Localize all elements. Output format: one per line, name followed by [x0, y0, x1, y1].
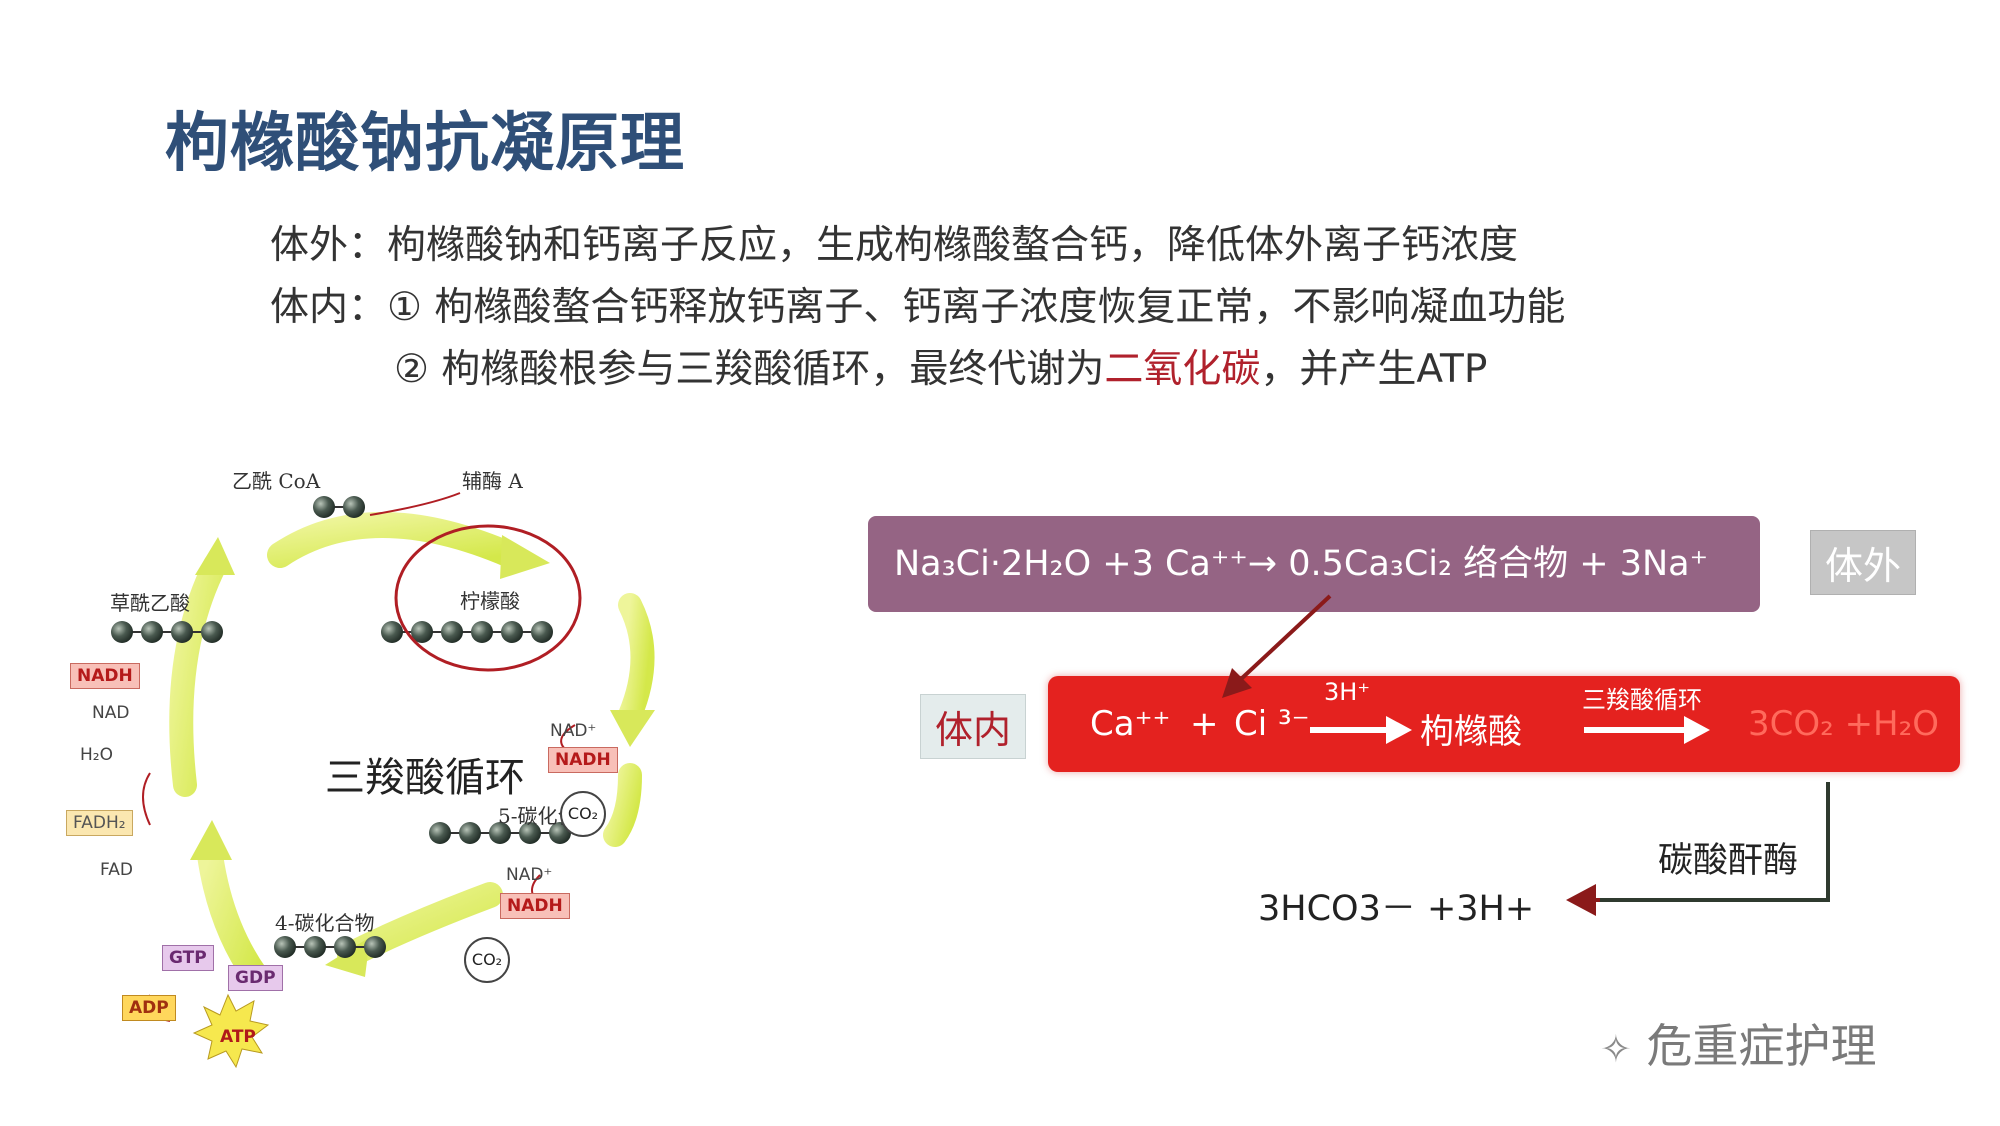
product-label: 3CO₂ +H₂O — [1748, 704, 1940, 744]
nad-plus-1: NAD⁺ — [550, 721, 597, 741]
co2-bubble-1: CO₂ — [560, 791, 606, 837]
inside-text-2-post: ，并产生ATP — [1260, 347, 1488, 392]
tca-cycle-diagram: 乙酰 CoA 辅酶 A 草酰乙酸 柠檬酸 5-碳化合物 4-碳化合物 三羧酸循环… — [66, 455, 790, 1095]
atp-label: ATP — [220, 1027, 256, 1047]
inside-reaction-box: Ca⁺⁺ + Ci ³⁻ 3H⁺ 枸橼酸 三羧酸循环 3CO₂ +H₂O — [1048, 676, 1960, 772]
bicarbonate-label: 3HCO3－ +3H+ — [1258, 889, 1535, 929]
fadh2-tag: FADH₂ — [66, 810, 133, 836]
adp-tag: ADP — [122, 995, 176, 1021]
oxaloacetate-molecule — [111, 621, 223, 643]
nad-plus-2: NAD⁺ — [506, 865, 553, 885]
cycle-arc-top — [267, 512, 550, 579]
gdp-tag: GDP — [228, 965, 283, 991]
inside-label: 体内 — [920, 694, 1027, 759]
c4-molecule — [274, 936, 386, 958]
explanation-text: 体外：枸橼酸钠和钙离子反应，生成枸橼酸螯合钙，降低体外离子钙浓度 体内：① 枸橼… — [270, 215, 1565, 401]
nad-label-left: NAD — [92, 703, 130, 723]
citrate-highlight-circle — [394, 524, 582, 672]
co2-bubble-2: CO₂ — [464, 937, 510, 983]
h-plus-label: 3H⁺ — [1324, 678, 1370, 706]
plus-sign: + — [1190, 704, 1219, 744]
citrate-ion: Ci ³⁻ — [1234, 704, 1310, 744]
c5-molecule — [429, 822, 571, 844]
acetyl-coa-molecule — [313, 496, 365, 518]
c4-label: 4-碳化合物 — [275, 911, 375, 935]
co2-highlight: 二氧化碳 — [1104, 347, 1261, 392]
cycle-arc-right — [610, 593, 655, 747]
page-title: 枸橼酸钠抗凝原理 — [165, 107, 685, 181]
citric-acid-label: 枸橼酸 — [1420, 712, 1522, 752]
wechat-icon: ✧ — [1600, 1027, 1632, 1071]
tca-cycle-graphic — [111, 492, 655, 1069]
nadh-arrow-left — [142, 772, 151, 826]
outside-equation-box: Na₃Ci·2H₂O +3 Ca⁺⁺→ 0.5Ca₃Ci₂ 络合物 + 3Na⁺ — [868, 516, 1760, 612]
acetyl-coa-label: 乙酰 CoA — [232, 469, 321, 493]
cycle-center-label: 三羧酸循环 — [325, 755, 525, 801]
coa-arrow — [369, 492, 461, 516]
ca-ion: Ca⁺⁺ — [1090, 704, 1171, 744]
nadh-tag-2: NADH — [500, 893, 570, 919]
outside-label: 体外 — [1810, 530, 1917, 595]
oxaloacetate-label: 草酰乙酸 — [110, 591, 190, 615]
cycle-arc-left — [169, 537, 235, 797]
citrate-label: 柠檬酸 — [460, 589, 520, 613]
nadh-tag-left: NADH — [70, 663, 140, 689]
coa-label: 辅酶 A — [462, 469, 523, 493]
cycle-arc-lower-right — [603, 763, 642, 847]
enzyme-label: 碳酸酐酶 — [1658, 841, 1799, 881]
watermark: ✧ 危重症护理 — [1600, 1010, 1876, 1076]
atp-star — [192, 993, 270, 1069]
inside-text-2: ② 枸橼酸根参与三羧酸循环，最终代谢为二氧化碳，并产生ATP — [270, 339, 1565, 401]
inside-text-2-pre: ② 枸橼酸根参与三羧酸循环，最终代谢为 — [394, 347, 1105, 392]
nadh-tag-1: NADH — [548, 747, 618, 773]
fad-label: FAD — [100, 860, 133, 880]
cycle-arc-lower-left — [190, 820, 268, 988]
tca-label: 三羧酸循环 — [1582, 686, 1702, 714]
gtp-tag: GTP — [162, 945, 214, 971]
inside-text-1: 体内：① 枸橼酸螯合钙释放钙离子、钙离子浓度恢复正常，不影响凝血功能 — [270, 285, 1566, 330]
citrate-molecule — [381, 621, 553, 643]
watermark-text: 危重症护理 — [1646, 1019, 1877, 1073]
h2o-label: H₂O — [80, 745, 113, 765]
outside-text: 体外：枸橼酸钠和钙离子反应，生成枸橼酸螯合钙，降低体外离子钙浓度 — [270, 223, 1519, 268]
